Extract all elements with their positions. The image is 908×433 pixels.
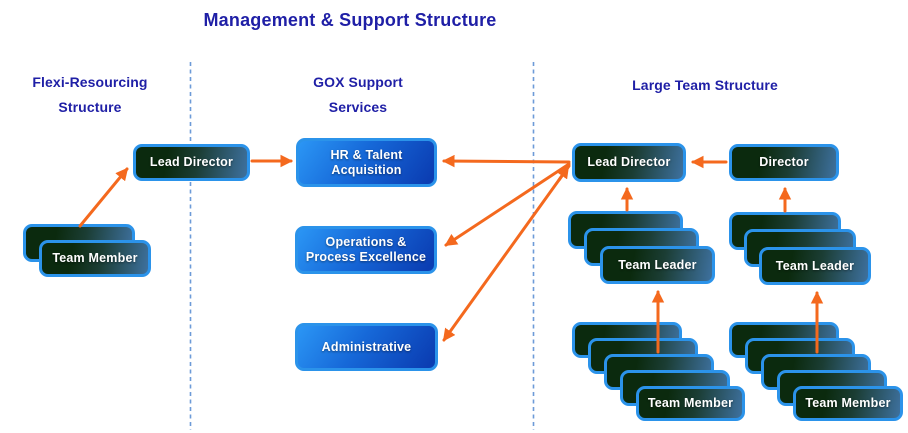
node-label: Team Leader bbox=[775, 258, 855, 273]
arrow-large-lead-to-operations bbox=[444, 162, 571, 247]
node-label: HR & Talent Acquisition bbox=[330, 147, 403, 177]
page-title: Management & Support Structure bbox=[203, 10, 497, 30]
node-label: Operations & Process Excellence bbox=[305, 235, 427, 264]
node-administrative: Administrative bbox=[295, 323, 438, 371]
node-team-member-left: Team Member bbox=[636, 386, 745, 421]
arrow-flexi-member-to-lead bbox=[78, 167, 129, 228]
arrow-large-lead-to-hr bbox=[442, 154, 571, 168]
node-label: Lead Director bbox=[149, 155, 234, 169]
node-label: Team Member bbox=[647, 396, 734, 410]
node-team-leader-right: Team Leader bbox=[759, 247, 871, 285]
node-operations-process-excellence: Operations & Process Excellence bbox=[295, 226, 437, 274]
node-label: Lead Director bbox=[587, 155, 671, 169]
node-label: Administrative bbox=[321, 339, 412, 354]
node-hr-talent-acquisition: HR & Talent Acquisition bbox=[296, 138, 437, 187]
node-flexi-team-member: Team Member bbox=[39, 240, 151, 277]
node-director: Director bbox=[729, 144, 839, 181]
node-label: Team Member bbox=[52, 251, 138, 265]
node-large-lead-director: Lead Director bbox=[572, 143, 686, 182]
node-team-member-right: Team Member bbox=[793, 386, 903, 421]
arrowhead-into-large-lead bbox=[556, 165, 570, 182]
section-heading-gox: GOX Support Services bbox=[313, 74, 403, 115]
node-label: Team Leader bbox=[618, 257, 697, 272]
node-label: Director bbox=[759, 155, 809, 169]
arrow-large-lead-to-administrative bbox=[442, 164, 571, 342]
section-heading-flexi: Flexi-Resourcing Structure bbox=[32, 74, 148, 115]
node-label: Team Member bbox=[805, 396, 891, 410]
section-heading-large: Large Team Structure bbox=[632, 77, 778, 93]
node-team-leader-left: Team Leader bbox=[600, 246, 715, 284]
node-flexi-lead-director: Lead Director bbox=[133, 144, 250, 181]
